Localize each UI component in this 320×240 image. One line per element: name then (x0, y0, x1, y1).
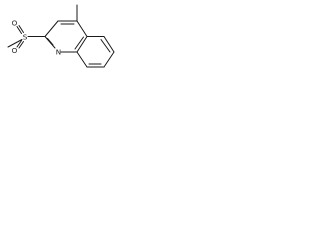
nitrogen-atom-label: N (56, 48, 61, 57)
bond-methyl-s (7, 39, 23, 48)
bond-c4a-c8a (76, 36, 88, 53)
bond-s-o-lower-1 (16, 40, 22, 48)
bond-c8-c8a (76, 51, 88, 68)
atom-labels: S O O N (12, 19, 62, 57)
bond-s-o-lower-2 (18, 41, 24, 49)
oxygen-upper-atom-label: O (12, 19, 18, 28)
bond-c4-c4a (76, 20, 88, 37)
bond-s-o-upper-2 (18, 25, 24, 33)
bond-c5-c6-inner (100, 39, 111, 53)
oxygen-lower-atom-label: O (12, 46, 18, 55)
bond-c5-c6 (103, 36, 115, 53)
bond-c2-c3 (44, 20, 59, 37)
bond-c4a-c8a-inner (74, 36, 84, 50)
bond-c6-c7 (103, 51, 115, 68)
quinoline-structure-drawing: S O O N (7, 4, 115, 68)
sulfur-atom-label: S (23, 33, 28, 42)
bonds (7, 4, 115, 68)
bond-n1-c2 (44, 36, 56, 49)
structure-canvas: S O O N (0, 0, 117, 73)
bond-n1-c2-inner (47, 38, 54, 46)
bond-s-o-upper-1 (16, 26, 22, 34)
